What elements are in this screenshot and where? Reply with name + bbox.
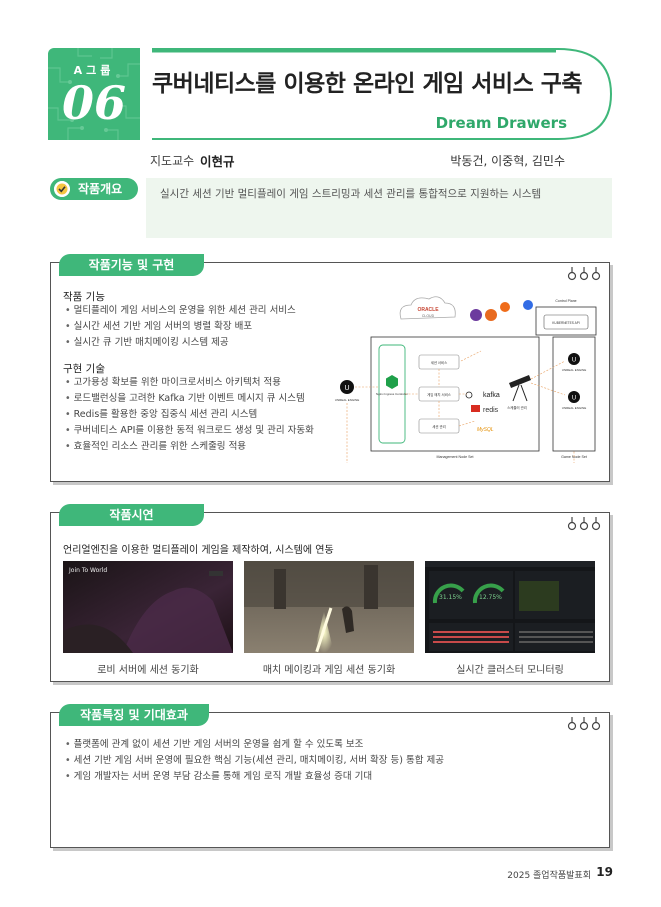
service-label: 세션 서비스 bbox=[431, 360, 448, 365]
effects-list: 플랫폼에 관계 없이 세션 기반 게임 서버의 운영을 쉽게 할 수 있도록 보… bbox=[65, 737, 444, 785]
professor-label: 지도교수 bbox=[150, 154, 195, 168]
scheduler-label: 스케줄러 관리 bbox=[507, 405, 527, 410]
list-item: Redis를 활용한 중앙 집중식 세션 관리 시스템 bbox=[65, 407, 314, 423]
footer-event: 2025 졸업작품발표회 bbox=[507, 871, 591, 881]
svg-text:U: U bbox=[344, 385, 349, 392]
function-heading: 작품 기능 bbox=[63, 291, 105, 303]
gauge-value: 12.75% bbox=[479, 594, 502, 601]
service-label: 게임 매치 서비스 bbox=[427, 392, 451, 397]
telescope-icon bbox=[509, 375, 531, 402]
implementation-list: 고가용성 확보를 위한 마이크로서비스 아키텍처 적용 로드밸런싱을 고려한 K… bbox=[65, 375, 314, 455]
overview-label-text: 작품개요 bbox=[78, 182, 123, 196]
k8s-api-label: KUBERNETES API bbox=[552, 321, 580, 325]
cloud-label: CLOUD bbox=[422, 314, 435, 318]
gauge-value: 31.15% bbox=[439, 594, 462, 601]
unreal-label: UNREAL ENGINE bbox=[562, 368, 586, 372]
demo-section: 작품시연 언리얼엔진을 이용한 멀티플레이 게임을 제작하여, 시스템에 연동 … bbox=[50, 504, 610, 682]
connection-lines bbox=[346, 350, 575, 463]
list-item: 로드밸런싱을 고려한 Kafka 기반 이벤트 메시지 큐 시스템 bbox=[65, 391, 314, 407]
overview-label: 작품개요 bbox=[50, 178, 138, 200]
page-title: 쿠버네티스를 이용한 온라인 게임 서비스 구축 bbox=[152, 71, 583, 97]
management-node-label: Management Node Set bbox=[437, 455, 474, 459]
list-item: 고가용성 확보를 위한 마이크로서비스 아키텍처 적용 bbox=[65, 375, 314, 391]
redis-label: redis bbox=[483, 407, 499, 414]
list-item: 플랫폼에 관계 없이 세션 기반 게임 서버의 운영을 쉽게 할 수 있도록 보… bbox=[65, 737, 444, 753]
control-plane-label: Control Plane bbox=[555, 299, 576, 303]
join-world-text: Join To World bbox=[69, 567, 108, 574]
list-item: 효율적인 리소스 관리를 위한 스케줄링 적용 bbox=[65, 439, 314, 455]
kafka-icon bbox=[465, 391, 473, 399]
overview-box bbox=[146, 178, 612, 238]
nginx-icon bbox=[386, 375, 398, 389]
lobby-screenshot: Join To World bbox=[63, 561, 233, 653]
list-item: 쿠버네티스 API를 이용한 동적 워크로드 생성 및 관리 자동화 bbox=[65, 423, 314, 439]
function-list: 멀티플레이 게임 서비스의 운영을 위한 세션 관리 서비스 실시간 세션 기반… bbox=[65, 303, 296, 351]
list-item: 멀티플레이 게임 서비스의 운영을 위한 세션 관리 서비스 bbox=[65, 303, 296, 319]
game-node-box bbox=[552, 336, 596, 452]
circuit-pattern-icon bbox=[48, 48, 140, 140]
team-members: 박동건, 이중혁, 김민수 bbox=[450, 154, 565, 168]
list-item: 게임 개발자는 서버 운영 부담 감소를 통해 게임 로직 개발 효율성 증대 … bbox=[65, 769, 444, 785]
demo-tab: 작품시연 bbox=[59, 504, 204, 526]
monitoring-screenshot: 31.15% 12.75% bbox=[425, 561, 595, 653]
check-icon bbox=[54, 181, 70, 197]
oracle-cloud-icon: ORACLE CLOUD bbox=[399, 296, 456, 320]
project-number: 06 bbox=[61, 76, 126, 130]
oracle-label: ORACLE bbox=[417, 307, 439, 313]
svg-text:U: U bbox=[572, 396, 576, 402]
dotnet-icon bbox=[470, 309, 482, 321]
k8s-api-box bbox=[543, 314, 589, 330]
overview-text: 실시간 세션 기반 멀티플레이 게임 스트리밍과 세션 관리를 통합적으로 지원… bbox=[160, 188, 542, 200]
unreal-label: UNREAL ENGINE bbox=[562, 406, 586, 410]
grafana-icon bbox=[485, 309, 497, 321]
implementation-heading: 구현 기술 bbox=[63, 363, 105, 375]
unreal-engine-icon: U bbox=[340, 380, 354, 394]
svg-text:U: U bbox=[572, 358, 576, 364]
demo-description: 언리얼엔진을 이용한 멀티플레이 게임을 제작하여, 시스템에 연동 bbox=[63, 545, 334, 556]
section-dots-icon bbox=[567, 717, 601, 731]
unreal-label: UNREAL ENGINE bbox=[335, 398, 359, 402]
demo-caption: 실시간 클러스터 모니터링 bbox=[456, 665, 564, 676]
effects-tab: 작품특징 및 기대효과 bbox=[59, 704, 209, 726]
match-screenshot bbox=[244, 561, 414, 653]
nginx-label: Nginx Ingress Controller bbox=[376, 392, 408, 396]
group-label: A그룹 bbox=[73, 64, 115, 77]
list-item: 실시간 큐 기반 매치메이킹 시스템 제공 bbox=[65, 335, 296, 351]
features-tab: 작품기능 및 구현 bbox=[59, 254, 204, 276]
features-section: 작품기능 및 구현 작품 기능 멀티플레이 게임 서비스의 운영을 위한 세션 … bbox=[50, 254, 610, 482]
kafka-label: kafka bbox=[483, 392, 500, 399]
section-dots-icon bbox=[567, 517, 601, 531]
unreal-engine-icon: U bbox=[568, 391, 580, 403]
demo-caption: 로비 서버에 세션 동기화 bbox=[97, 665, 199, 676]
title-frame bbox=[152, 48, 613, 140]
section-dots-icon bbox=[567, 267, 601, 281]
page-number: 19 bbox=[596, 865, 613, 879]
unreal-engine-icon: U bbox=[568, 353, 580, 365]
team-name: Dream Drawers bbox=[435, 114, 567, 132]
architecture-diagram: ORACLE CLOUD Control Plane KUBERNETES AP… bbox=[335, 296, 597, 463]
management-node-box bbox=[370, 336, 540, 452]
prometheus-icon bbox=[500, 302, 510, 312]
redis-icon bbox=[471, 405, 480, 412]
group-badge: A그룹 06 bbox=[48, 48, 140, 140]
professor-name: 이현규 bbox=[200, 154, 235, 169]
list-item: 실시간 세션 기반 게임 서버의 병렬 확장 배포 bbox=[65, 319, 296, 335]
list-item: 세션 기반 게임 서버 운영에 필요한 핵심 기능(세션 관리, 매치메이킹, … bbox=[65, 753, 444, 769]
service-label: 세션 관리 bbox=[432, 424, 445, 429]
mysql-label: MySQL bbox=[477, 427, 494, 433]
demo-caption: 매치 메이킹과 게임 세션 동기화 bbox=[262, 665, 396, 676]
effects-section: 작품특징 및 기대효과 플랫폼에 관계 없이 세션 기반 게임 서버의 운영을 … bbox=[50, 704, 610, 848]
kubernetes-icon bbox=[523, 300, 533, 310]
